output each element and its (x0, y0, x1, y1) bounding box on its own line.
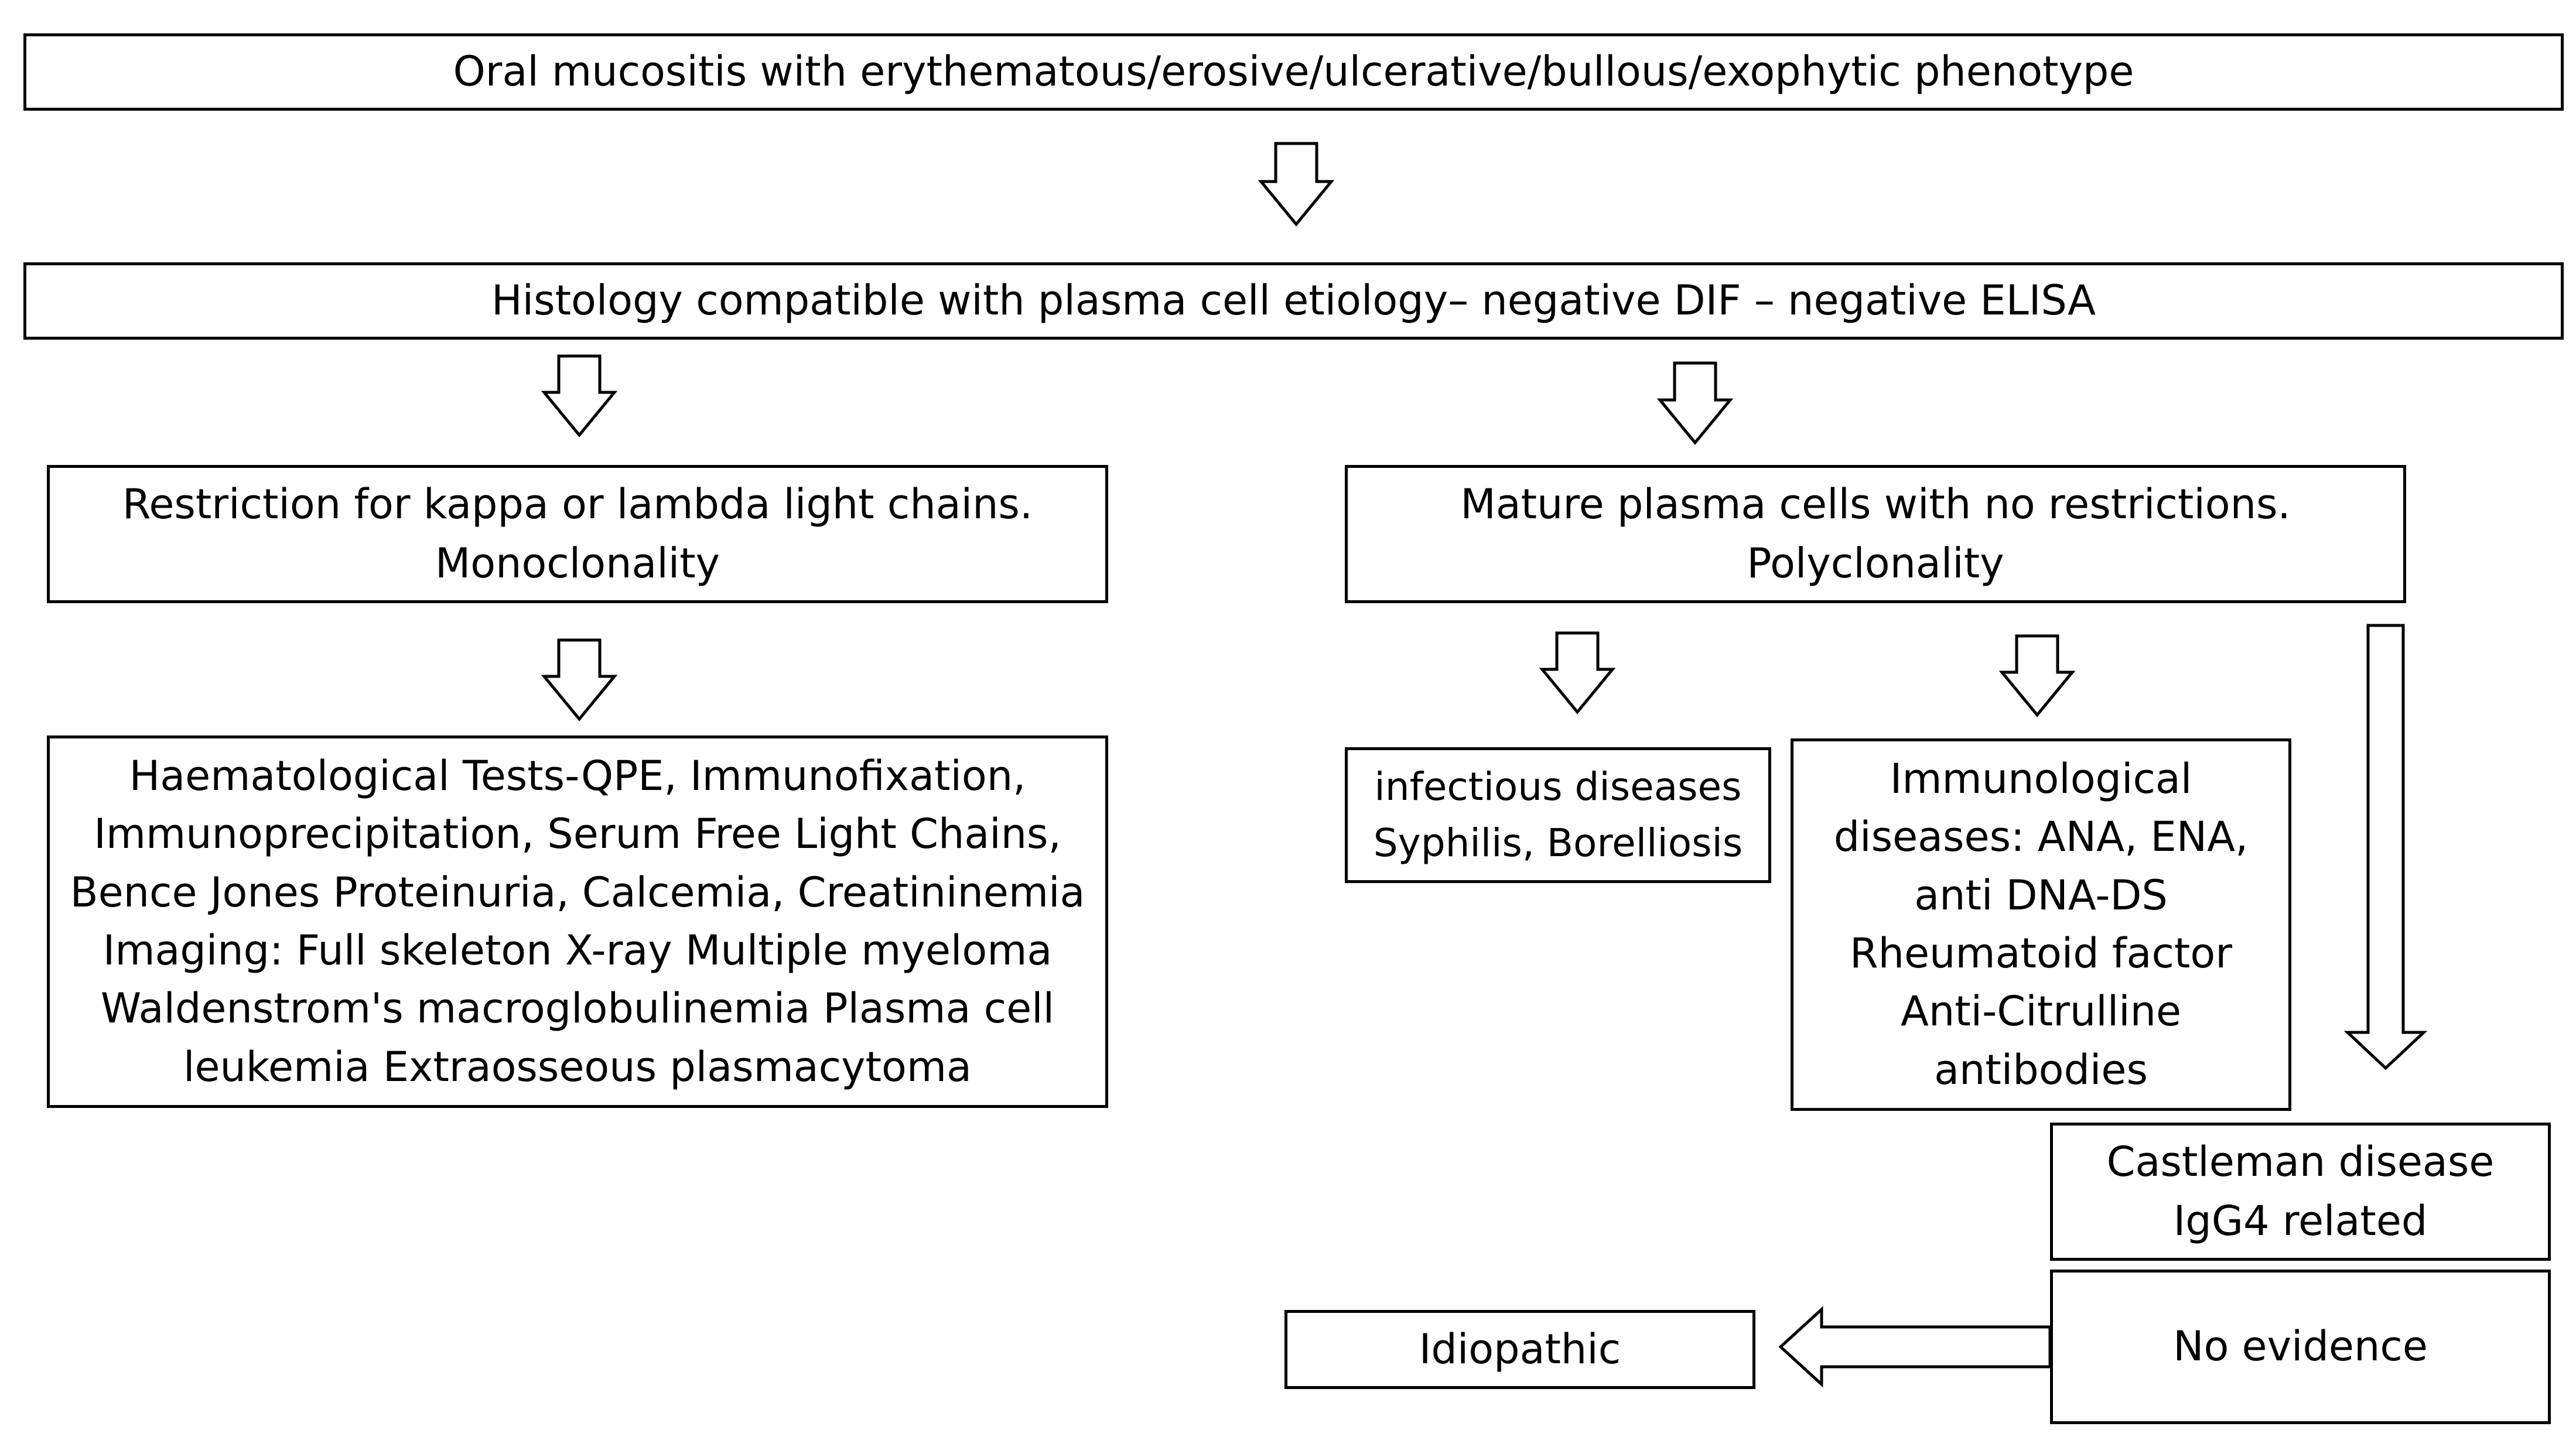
haematological-line-2: Immunoprecipitation, Serum Free Light Ch… (94, 810, 1061, 858)
haematological-line-3: Bence Jones Proteinuria, Calcemia, Creat… (70, 868, 1085, 916)
immunological-line-4: Rheumatoid factor (1849, 929, 2232, 977)
haematological-line-5: Waldenstrom's macroglobulinemia Plasma c… (100, 984, 1055, 1033)
polyclonality-line-1: Mature plasma cells with no restrictions… (1460, 480, 2291, 528)
arrow-down-to-immunological (1998, 634, 2076, 717)
arrow-down-to-infectious (1539, 631, 1616, 714)
haematological-line-6: leukemia Extraosseous plasmacytoma (183, 1042, 972, 1091)
castleman-line-2: IgG4 related (2173, 1197, 2428, 1245)
infectious-line-2: Syphilis, Borelliosis (1373, 820, 1743, 866)
immunological-line-6: antibodies (1934, 1045, 2148, 1094)
arrow-down-to-castleman (2343, 624, 2428, 1070)
polyclonality-line-2: Polyclonality (1747, 539, 2004, 587)
castleman-box: Castleman disease IgG4 related (2050, 1123, 2551, 1261)
infectious-line-1: infectious diseases (1374, 764, 1742, 810)
no-evidence-box: No evidence (2050, 1270, 2551, 1424)
infectious-diseases-box: infectious diseases Syphilis, Borelliosi… (1345, 747, 1771, 883)
histology-text: Histology compatible with plasma cell et… (491, 276, 2096, 325)
idiopathic-text: Idiopathic (1419, 1325, 1621, 1373)
top-text: Oral mucositis with erythematous/erosive… (453, 47, 2134, 96)
arrow-left-to-idiopathic (1778, 1306, 2052, 1388)
arrow-down-to-haematological (541, 638, 618, 721)
idiopathic-box: Idiopathic (1284, 1310, 1755, 1389)
monoclonality-box: Restriction for kappa or lambda light ch… (47, 465, 1108, 603)
arrow-down-to-polyclonal (1656, 361, 1734, 445)
arrow-down-to-monoclonal (541, 354, 618, 437)
immunological-line-5: Anti-Citrulline (1900, 987, 2182, 1036)
immunological-line-1: Immunological (1890, 754, 2192, 803)
histology-box: Histology compatible with plasma cell et… (23, 262, 2564, 340)
immunological-line-2: diseases: ANA, ENA, (1833, 813, 2249, 861)
haematological-line-1: Haematological Tests-QPE, Immunofixation… (129, 751, 1026, 800)
polyclonality-box: Mature plasma cells with no restrictions… (1345, 465, 2406, 603)
immunological-diseases-box: Immunological diseases: ANA, ENA, anti D… (1791, 738, 2291, 1111)
monoclonality-line-1: Restriction for kappa or lambda light ch… (122, 480, 1033, 528)
arrow-down-top (1258, 142, 1335, 227)
castleman-line-1: Castleman disease (2106, 1137, 2495, 1186)
haematological-tests-box: Haematological Tests-QPE, Immunofixation… (47, 736, 1108, 1108)
monoclonality-line-2: Monoclonality (435, 539, 720, 587)
haematological-line-4: Imaging: Full skeleton X-ray Multiple my… (103, 926, 1053, 974)
top-box: Oral mucositis with erythematous/erosive… (23, 33, 2564, 111)
immunological-line-3: anti DNA-DS (1914, 871, 2168, 919)
no-evidence-text: No evidence (2173, 1322, 2428, 1371)
